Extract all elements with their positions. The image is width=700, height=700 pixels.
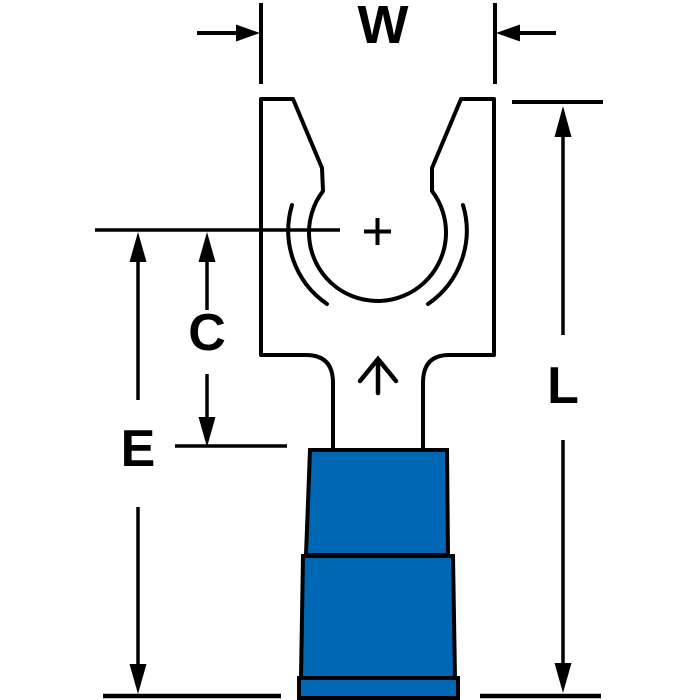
spring-contact-arc-left bbox=[286, 203, 329, 306]
barrel-bottom-flange bbox=[297, 676, 460, 700]
dim-w-arrowhead-right-pointing-icon bbox=[236, 24, 260, 42]
up-arrow-icon bbox=[357, 355, 399, 396]
dim-label-w: W bbox=[357, 0, 409, 55]
dim-e-arrowhead-up-icon bbox=[129, 232, 147, 262]
dim-c-group bbox=[198, 232, 216, 447]
dim-label-e: E bbox=[120, 420, 156, 478]
insulation-barrel bbox=[297, 448, 460, 700]
dim-l-arrowhead-down-icon bbox=[554, 663, 572, 693]
center-cross-icon bbox=[364, 218, 391, 245]
dim-c-arrowhead-down-icon bbox=[198, 417, 216, 447]
fork-terminal-outline bbox=[259, 97, 496, 451]
barrel-lower-section bbox=[298, 554, 458, 680]
dim-e-arrowhead-down-icon bbox=[129, 664, 147, 694]
dim-w-group bbox=[197, 3, 556, 84]
dim-label-c: C bbox=[188, 304, 226, 362]
dim-l-group bbox=[512, 100, 603, 693]
dim-w-arrowhead-left-pointing-icon bbox=[496, 24, 520, 42]
dim-l-arrowhead-up-icon bbox=[554, 106, 572, 137]
spring-contact-arc-right bbox=[426, 203, 469, 306]
dim-c-arrowhead-up-icon bbox=[198, 232, 216, 262]
dim-e-group bbox=[129, 232, 287, 694]
dim-label-l: L bbox=[547, 357, 579, 415]
barrel-upper-section bbox=[303, 448, 451, 557]
